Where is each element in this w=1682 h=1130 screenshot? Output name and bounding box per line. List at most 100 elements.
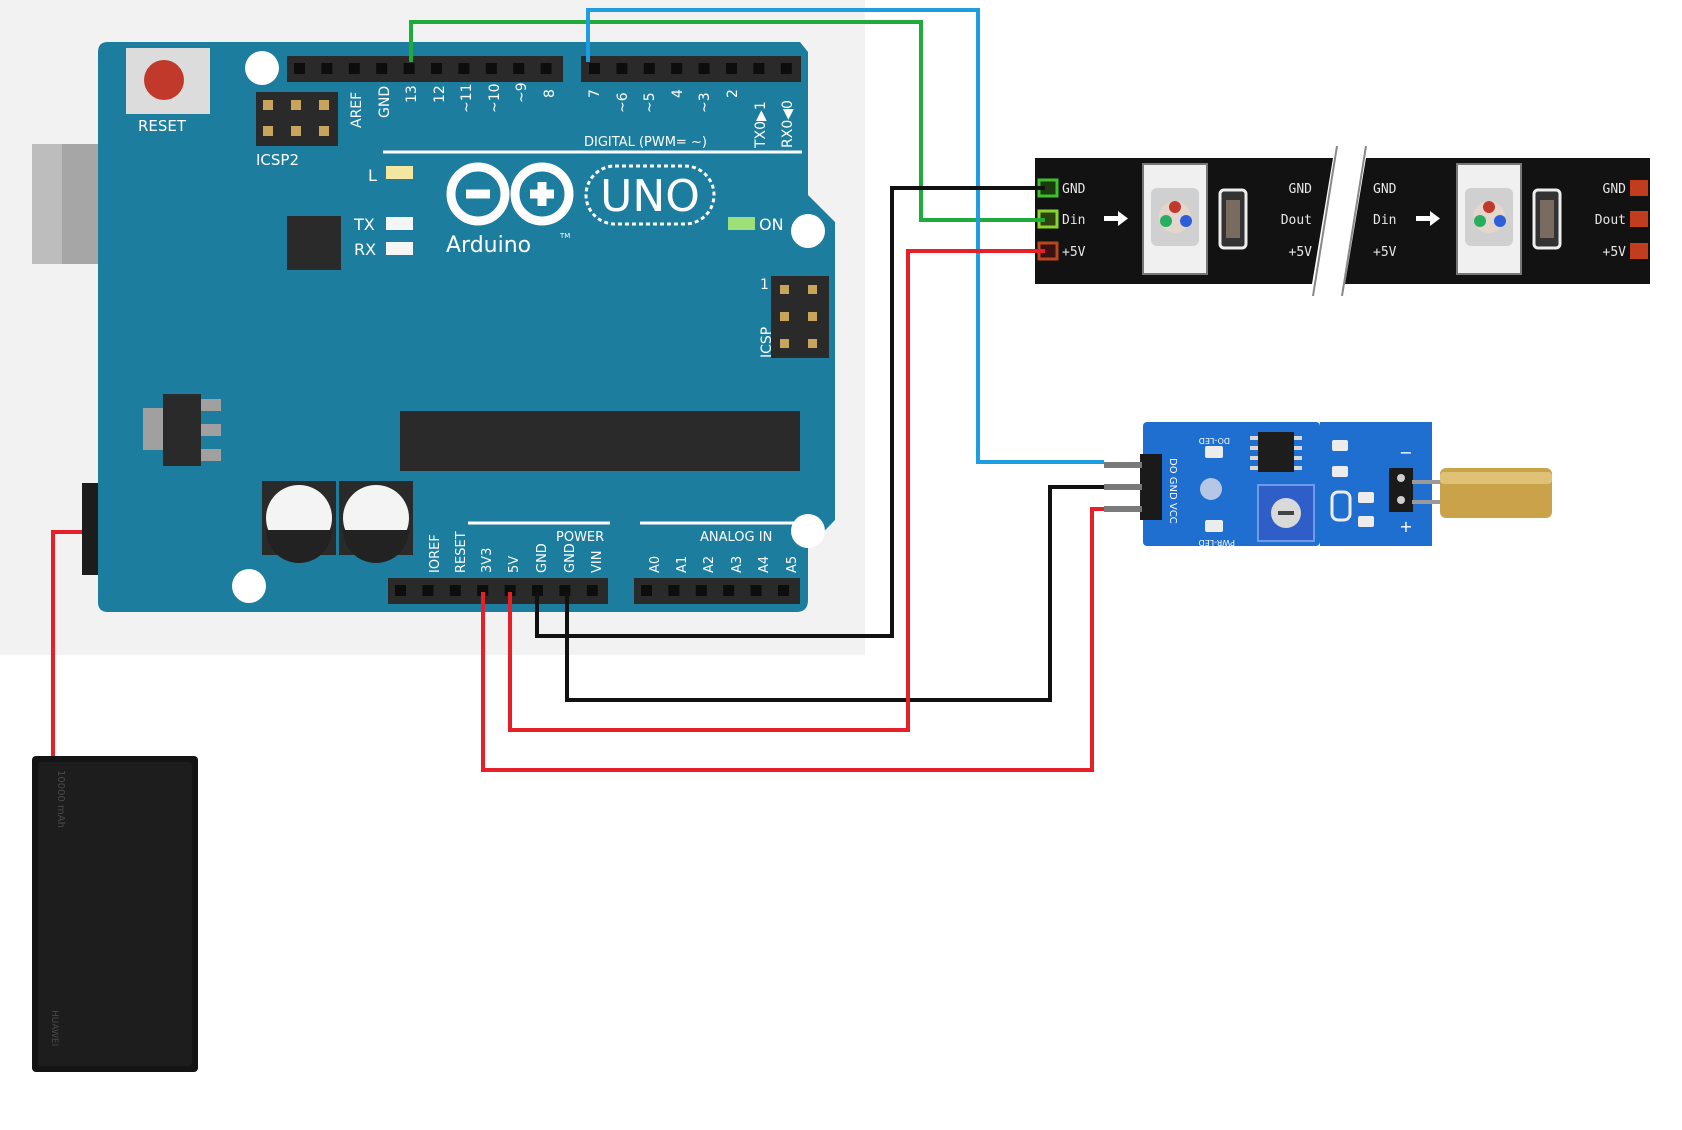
power-header	[388, 578, 608, 604]
capacitor-smd	[1532, 188, 1562, 250]
digital-pin-label: 2	[725, 89, 741, 98]
wire-red-sensor-vcc	[481, 507, 1104, 772]
power-bank-brand: HUAWEI	[49, 1010, 59, 1046]
strip-break	[1310, 146, 1368, 296]
digital-pin-label: ~5	[642, 92, 658, 113]
pin-hole	[294, 63, 305, 74]
power-pin-label: GND	[535, 543, 550, 573]
sensor-right-section	[1330, 440, 1413, 527]
strip-pin-label: GND	[1373, 182, 1397, 197]
digital-pin-label: 7	[587, 89, 603, 98]
digital-pin-label: ~6	[615, 92, 631, 113]
strip-pin-label: GND	[1062, 182, 1086, 197]
pin-hole	[321, 63, 333, 74]
pin-hole	[395, 585, 406, 596]
power-pin-label: GND	[563, 543, 578, 573]
strip-pin-label: Din	[1062, 213, 1085, 228]
pin-hole	[726, 63, 737, 74]
trademark: TM	[559, 232, 570, 240]
strip-pin-label: GND	[1289, 182, 1313, 197]
digital-pin-label: RX0◀0	[780, 100, 796, 148]
icsp-label: ICSP	[759, 327, 775, 358]
mount-hole	[791, 514, 825, 548]
led-on	[728, 217, 755, 230]
capacitor-smd	[1218, 188, 1248, 250]
pin-hole	[559, 585, 571, 596]
power-pin-label: IOREF	[428, 534, 443, 573]
icsp-pin1: 1	[760, 277, 769, 293]
led-on-label: ON	[759, 215, 784, 234]
analog-pin-label: A4	[757, 556, 772, 573]
power-pin-label: VIN	[590, 551, 605, 573]
pin-hole	[695, 585, 707, 596]
analog-pin-label: A5	[785, 556, 800, 573]
sensor-minus: −	[1399, 443, 1412, 462]
wire-black-strip-gnd	[535, 186, 1045, 638]
strip-pad-5v-right	[1630, 243, 1648, 259]
pin-hole	[422, 585, 434, 596]
digital-label: DIGITAL (PWM= ~)	[584, 135, 707, 150]
icsp2-header	[256, 92, 338, 146]
power-bank-capacity: 10000 mAh	[55, 770, 66, 828]
mount-hole	[232, 569, 266, 603]
pin-hole	[348, 63, 360, 74]
arrow-right-icon	[1104, 211, 1128, 226]
opamp-chip	[1258, 432, 1294, 472]
do-led-label: DO-LED	[1199, 436, 1230, 445]
pin-hole	[641, 585, 652, 596]
power-pin-label: 3V3	[480, 548, 495, 573]
power-pin-label: RESET	[454, 531, 469, 573]
power-pin-label: 5V	[507, 556, 522, 573]
wire-black-sensor-gnd	[565, 485, 1104, 702]
digital-pin-label: AREF	[349, 92, 365, 128]
pin-hole	[449, 585, 461, 596]
pwr-led-label: PWR-LED	[1198, 538, 1235, 547]
strip-pin-label: +5V	[1062, 245, 1086, 260]
analog-pin-label: A2	[702, 556, 717, 573]
model-label: UNO	[600, 171, 700, 222]
strip-pad-gnd-right	[1630, 180, 1648, 196]
pin-hole	[778, 585, 789, 596]
analog-pin-label: A3	[730, 556, 745, 573]
power-bank: 10000 mAh HUAWEI	[32, 756, 198, 1072]
reset-button[interactable]	[126, 48, 210, 114]
atmega-chip	[400, 411, 800, 471]
pin-hole	[540, 63, 552, 74]
analog-pin-label: A1	[675, 556, 690, 573]
strip-pin-label: Dout	[1595, 213, 1626, 228]
voltage-regulator	[143, 394, 221, 466]
pin-hole	[753, 63, 765, 74]
pin-hole	[616, 63, 628, 74]
pin-hole	[698, 63, 710, 74]
mount-hole	[245, 51, 279, 85]
pin-hole	[668, 585, 680, 596]
pin-hole	[780, 63, 792, 74]
pin-hole	[723, 585, 735, 596]
sensor-pin-labels: DO GND VCC	[1167, 458, 1178, 524]
pin-hole	[458, 63, 470, 74]
strip-pin-label: GND	[1603, 182, 1627, 197]
digital-pin-label: 4	[670, 89, 686, 98]
pin-hole	[532, 585, 543, 596]
pin-hole	[485, 63, 497, 74]
header-pinholes	[294, 63, 792, 596]
tilt-sensor-module: + − DO GND VCC DO-LED PWR-LED	[1104, 422, 1552, 547]
strip-pin-label: Din	[1373, 213, 1396, 228]
wire-green-data	[409, 20, 1045, 222]
rgb-led-chip	[1456, 163, 1522, 275]
analog-pin-label: A0	[648, 556, 663, 573]
pin-hole	[431, 63, 442, 74]
led-tx-label: TX	[353, 215, 375, 234]
reset-label: RESET	[138, 117, 187, 135]
digital-pin-label: 8	[542, 89, 558, 98]
pin-hole	[403, 63, 415, 74]
digital-pin-label: 12	[432, 85, 448, 103]
digital-pin-label: ~11	[459, 83, 475, 113]
strip-pin-label: Dout	[1281, 213, 1312, 228]
led-tx	[386, 217, 413, 230]
digital-pin-label: 13	[404, 85, 420, 103]
analog-label: ANALOG IN	[700, 530, 772, 545]
wire-blue-signal	[586, 8, 1104, 464]
pin-hole	[589, 63, 600, 74]
